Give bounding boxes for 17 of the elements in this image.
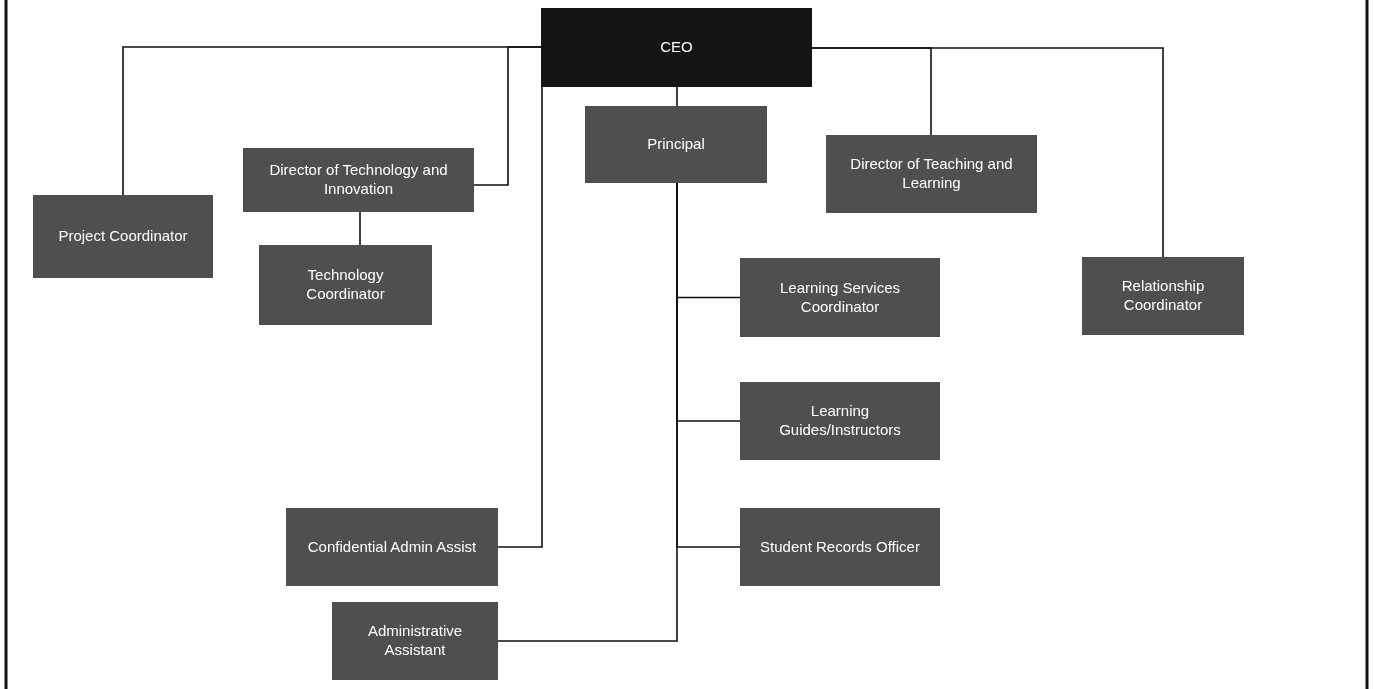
connector-line xyxy=(676,86,678,107)
role-box: Relationship Coordinator xyxy=(1082,257,1244,335)
role-box: Learning Services Coordinator xyxy=(740,258,940,337)
connector-line xyxy=(811,47,1164,258)
role-box: Student Records Officer xyxy=(740,508,940,586)
role-box: Director of Teaching and Learning xyxy=(826,135,1037,213)
role-box: Technology Coordinator xyxy=(259,245,432,325)
role-box: Learning Guides/Instructors xyxy=(740,382,940,460)
connector-line xyxy=(497,86,543,548)
role-box: Administrative Assistant xyxy=(332,602,498,680)
connector-line xyxy=(359,211,361,246)
role-box: Principal xyxy=(585,106,767,183)
connector-line xyxy=(473,46,542,186)
role-box: Confidential Admin Assist xyxy=(286,508,498,586)
role-box: Director of Technology and Innovation xyxy=(243,148,474,212)
role-box: Project Coordinator xyxy=(33,195,213,278)
executive-box: CEO xyxy=(541,8,812,87)
